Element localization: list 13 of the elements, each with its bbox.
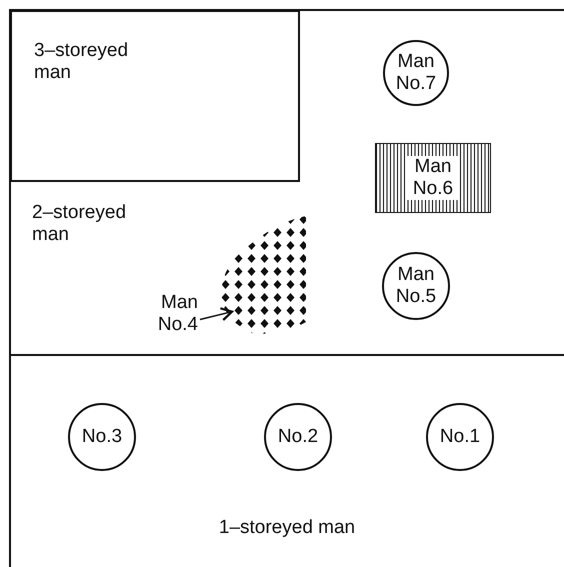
man-label: No.1 [438, 426, 482, 448]
man-label: Man No.4 [156, 292, 198, 336]
region-label: 1–storeyed man [218, 517, 356, 539]
man-label: Man No.5 [394, 264, 438, 308]
man-label: Man No.6 [406, 156, 460, 200]
leader-arrow [200, 307, 234, 322]
man-label: No.3 [80, 426, 124, 448]
region-label: 2–storeyed man [32, 202, 128, 246]
man-label: No.2 [276, 426, 320, 448]
hatched-box [375, 143, 491, 213]
room-box [10, 10, 300, 182]
room-label: 3–storeyed man [34, 40, 130, 84]
man-label: Man No.7 [394, 51, 438, 95]
